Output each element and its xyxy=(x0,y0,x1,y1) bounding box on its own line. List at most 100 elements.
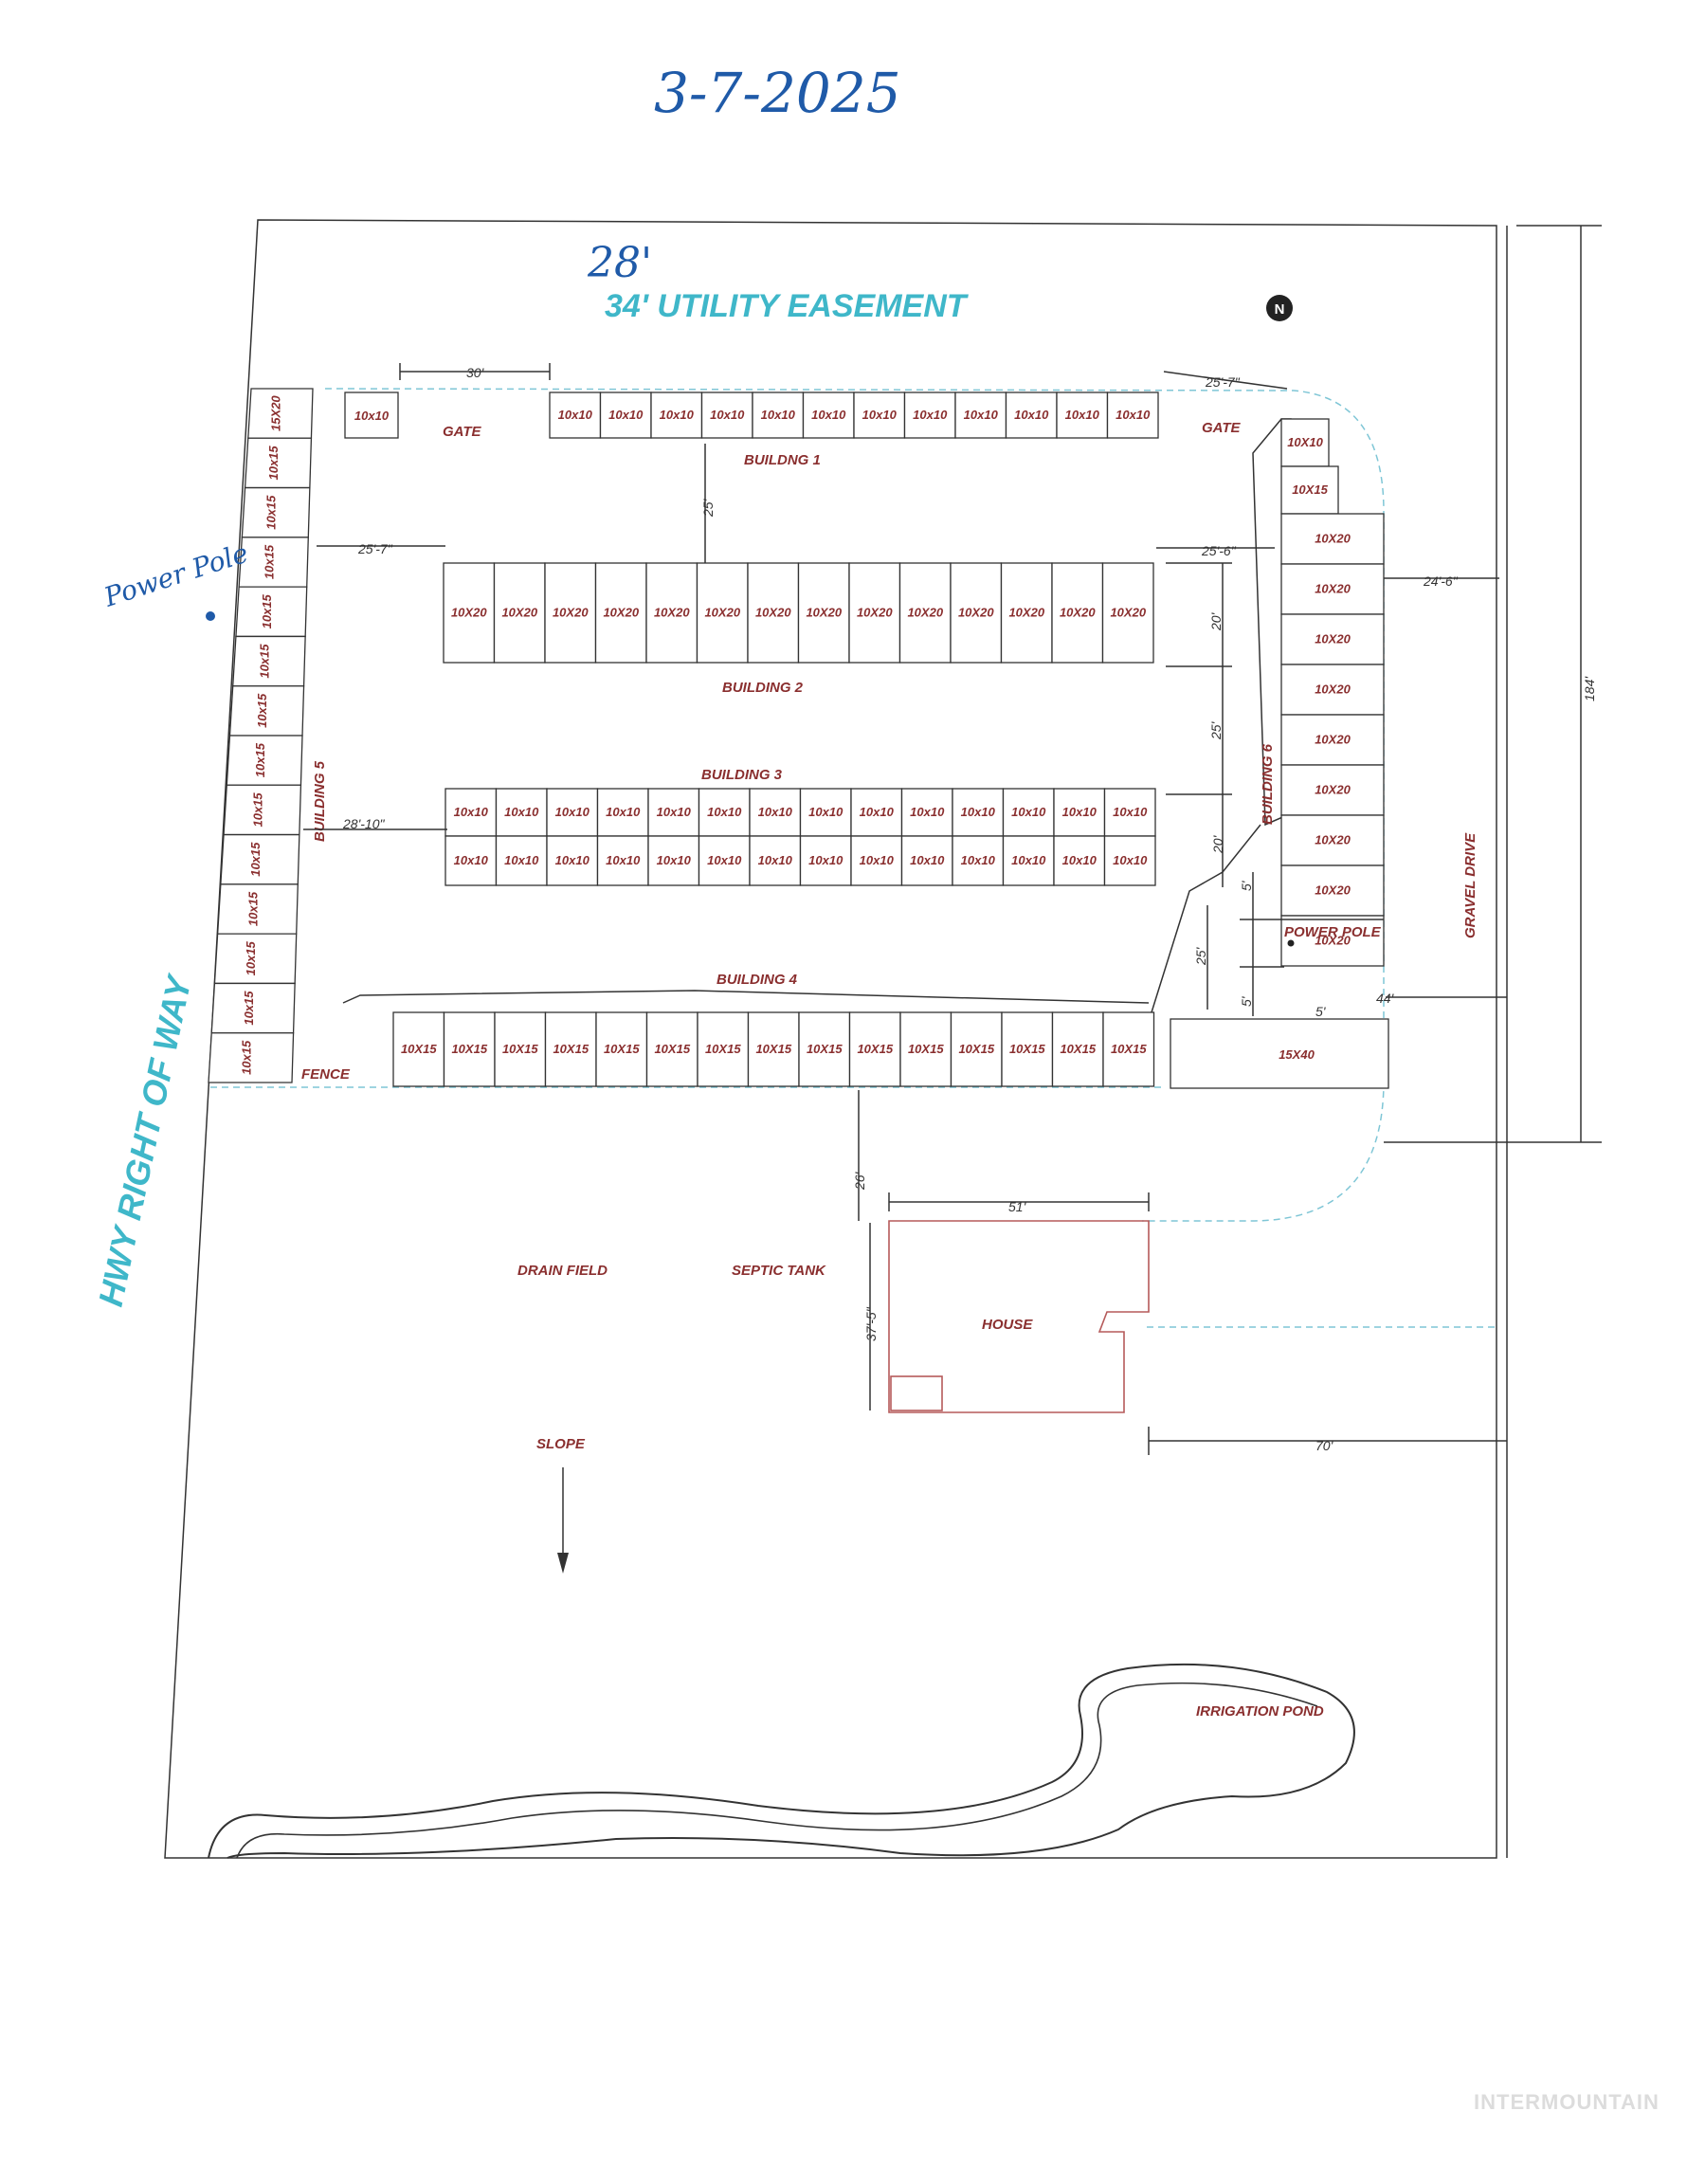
building-1-unit xyxy=(599,391,652,439)
building-1-unit xyxy=(903,391,956,439)
building-3-row1-unit-label: 10x10 xyxy=(910,805,945,819)
easement-label: 34' UTILITY EASEMENT xyxy=(605,288,970,324)
building-4-unit-label: 10X15 xyxy=(857,1042,893,1056)
drain-field-label: DRAIN FIELD xyxy=(517,1263,608,1279)
building-3-row2-unit xyxy=(1053,835,1106,886)
building-4-unit xyxy=(645,1011,698,1087)
building-1-unit xyxy=(1106,391,1159,439)
dim-25-b1b2: 25' xyxy=(700,498,716,518)
building-1-unit-label: 10x10 xyxy=(558,408,593,422)
building-3-row2-unit xyxy=(850,835,903,886)
fence-label: FENCE xyxy=(301,1066,351,1083)
building-3-label: BUILDING 3 xyxy=(701,767,783,783)
dim-25-7-top: 25'-7" xyxy=(1205,374,1241,390)
dim-51: 51' xyxy=(1008,1199,1027,1214)
building-3-row2-unit-label: 10x10 xyxy=(657,853,692,867)
building-2-unit xyxy=(493,562,546,664)
building-5-unit-label: 10x15 xyxy=(239,1040,253,1075)
building-5-label: BUILDING 5 xyxy=(312,760,328,842)
building-4-unit-label: 10X15 xyxy=(1060,1042,1096,1056)
building-3-row1-unit xyxy=(444,788,498,837)
building-1-unit xyxy=(802,391,855,439)
slope-label: SLOPE xyxy=(536,1436,586,1452)
building-2-unit-label: 10X20 xyxy=(1008,606,1044,620)
building-6-unit-label: 10X20 xyxy=(1315,682,1351,697)
building-3-row2-unit-label: 10x10 xyxy=(606,853,641,867)
building-6-unit-label: 10X20 xyxy=(1315,632,1351,646)
building-6-unit xyxy=(1280,418,1330,467)
building-2: 10X20 10X20 10X20 10X20 10X20 10X20 10X20 10X20… xyxy=(443,562,1154,664)
building-2-unit-label: 10X20 xyxy=(1060,606,1096,620)
building-3-row2-unit-label: 10x10 xyxy=(1062,853,1097,867)
building-4-unit xyxy=(595,1011,648,1087)
building-2-unit-label: 10X20 xyxy=(958,606,994,620)
building-4-unit-label: 10X15 xyxy=(807,1042,843,1056)
building-3-row2-unit-label: 10x10 xyxy=(1011,853,1046,867)
building-2-unit xyxy=(1051,562,1104,664)
building-5-unit-label: 10x15 xyxy=(266,446,281,481)
building-4-unit-label: 10X15 xyxy=(958,1042,994,1056)
dim-44: 44' xyxy=(1376,991,1395,1006)
building-3-row1-unit xyxy=(799,788,852,837)
building-6-unit xyxy=(1280,915,1385,967)
dim-25-c: 25' xyxy=(1193,946,1208,966)
dimension-lines xyxy=(303,225,1602,1858)
building-1-unit xyxy=(549,391,602,439)
building-2-unit xyxy=(950,562,1003,664)
building-4-unit-label: 10X15 xyxy=(1111,1042,1147,1056)
dim-20-a: 20' xyxy=(1208,611,1224,631)
house-corner-room xyxy=(890,1375,943,1411)
building-3-row1-unit-label: 10x10 xyxy=(555,805,590,819)
building-6-unit-label: 10X15 xyxy=(1292,482,1328,497)
building-2-unit-label: 10X20 xyxy=(451,606,487,620)
slope-arrow-icon xyxy=(557,1467,569,1574)
building-6-unit xyxy=(1280,513,1385,565)
building-5: 15X2010x1510x1510x1510x1510x1510x1510x15… xyxy=(208,388,314,1083)
building-3-row2-unit-label: 10x10 xyxy=(860,853,895,867)
building-4-unit-label: 10X15 xyxy=(705,1042,741,1056)
building-2-unit-label: 10X20 xyxy=(755,606,791,620)
building-4-unit xyxy=(899,1011,952,1087)
building-1-unit-label: 10x10 xyxy=(1014,408,1049,422)
building-3-row1-unit-label: 10x10 xyxy=(657,805,692,819)
building-4-unit-label: 10X15 xyxy=(654,1042,690,1056)
building-2-unit-label: 10X20 xyxy=(654,606,690,620)
building-3-row1-unit xyxy=(546,788,599,837)
building-4: 10X15 10X15 10X15 10X15 10X15 10X15 10X15 10X15… xyxy=(392,1011,1155,1087)
building-3-row1-unit-label: 10x10 xyxy=(1113,805,1148,819)
building-3-row2-unit-label: 10x10 xyxy=(961,853,996,867)
building-2-unit-label: 10X20 xyxy=(553,606,589,620)
hwy-label: HWY RIGHT OF WAY xyxy=(91,970,199,1309)
dim-30: 30' xyxy=(466,365,485,380)
building-2-unit xyxy=(544,562,597,664)
building-2-unit xyxy=(747,562,800,664)
building-6-unit-label: 10X20 xyxy=(1315,934,1351,948)
building-3-row2-unit xyxy=(647,835,700,886)
building-3-row2-unit xyxy=(952,835,1005,886)
building-5-unit-label: 10x15 xyxy=(264,495,279,530)
building-6-unit xyxy=(1280,613,1385,665)
dim-5-c: 5' xyxy=(1315,1004,1327,1019)
building-6-unit xyxy=(1280,563,1385,615)
building-1-unit-label: 10x10 xyxy=(913,408,948,422)
svg-text:N: N xyxy=(1275,301,1285,318)
building-1-unit xyxy=(700,391,753,439)
power-pole-note-dot xyxy=(206,611,215,621)
building-4-unit xyxy=(544,1011,597,1087)
dim-5-b: 5' xyxy=(1239,995,1254,1007)
building-2-unit-label: 10X20 xyxy=(603,606,639,620)
unit-15x40-label: 15X40 xyxy=(1279,1047,1315,1062)
building-4-unit-label: 10X15 xyxy=(604,1042,640,1056)
building-6: 10X1010X1510X2010X2010X2010X2010X2010X20… xyxy=(1280,418,1385,967)
building-3-row1-unit-label: 10x10 xyxy=(758,805,793,819)
building-1-label: BUILDNG 1 xyxy=(744,452,821,468)
building-5-unit-label: 10x15 xyxy=(253,742,267,777)
building-4-unit-label: 10X15 xyxy=(908,1042,944,1056)
building-3-row2-unit xyxy=(749,835,802,886)
building-2-unit-label: 10X20 xyxy=(704,606,740,620)
building-3-row1-unit-label: 10x10 xyxy=(707,805,742,819)
building-3-row2-unit xyxy=(799,835,852,886)
building-5-unit-label: 10x15 xyxy=(262,544,276,579)
building-3-row2-unit-label: 10x10 xyxy=(707,853,742,867)
building-6-unit-label: 10X20 xyxy=(1315,883,1351,898)
